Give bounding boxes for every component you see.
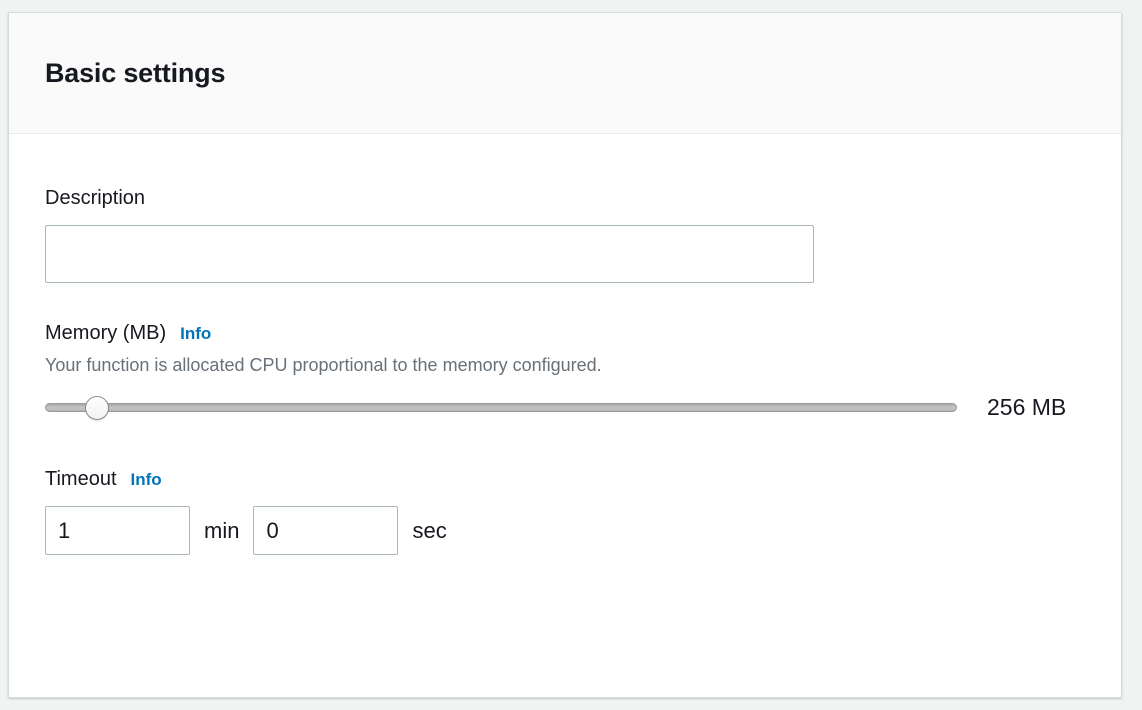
panel-body: Description Memory (MB) Info Your functi… (9, 134, 1121, 555)
memory-label-text: Memory (MB) (45, 322, 167, 344)
timeout-label-text: Timeout (45, 468, 117, 490)
memory-slider-row: 256 MB (45, 394, 1085, 421)
memory-helper-text: Your function is allocated CPU proportio… (45, 355, 602, 375)
basic-settings-panel: Basic settings Description Memory (MB) I… (8, 12, 1122, 698)
timeout-field-group: Timeout Info min sec (45, 467, 1085, 555)
timeout-inputs-row: min sec (45, 506, 1085, 555)
memory-value-label: 256 MB (987, 394, 1067, 420)
description-label-text: Description (45, 187, 146, 209)
timeout-seconds-unit: sec (412, 517, 447, 543)
timeout-minutes-unit: min (204, 517, 240, 543)
memory-slider[interactable] (45, 395, 957, 420)
description-input[interactable] (45, 225, 814, 283)
description-field-group: Description (45, 186, 1085, 283)
description-label: Description (45, 186, 1085, 210)
timeout-seconds-input[interactable] (253, 506, 399, 555)
memory-info-link[interactable]: Info (180, 324, 212, 343)
page-title: Basic settings (45, 57, 226, 88)
panel-header: Basic settings (9, 13, 1121, 134)
timeout-label: Timeout Info (45, 467, 1085, 492)
timeout-info-link[interactable]: Info (130, 470, 162, 489)
memory-field-group: Memory (MB) Info Your function is alloca… (45, 321, 1085, 421)
timeout-minutes-input[interactable] (45, 506, 190, 555)
memory-label: Memory (MB) Info (45, 321, 1085, 346)
